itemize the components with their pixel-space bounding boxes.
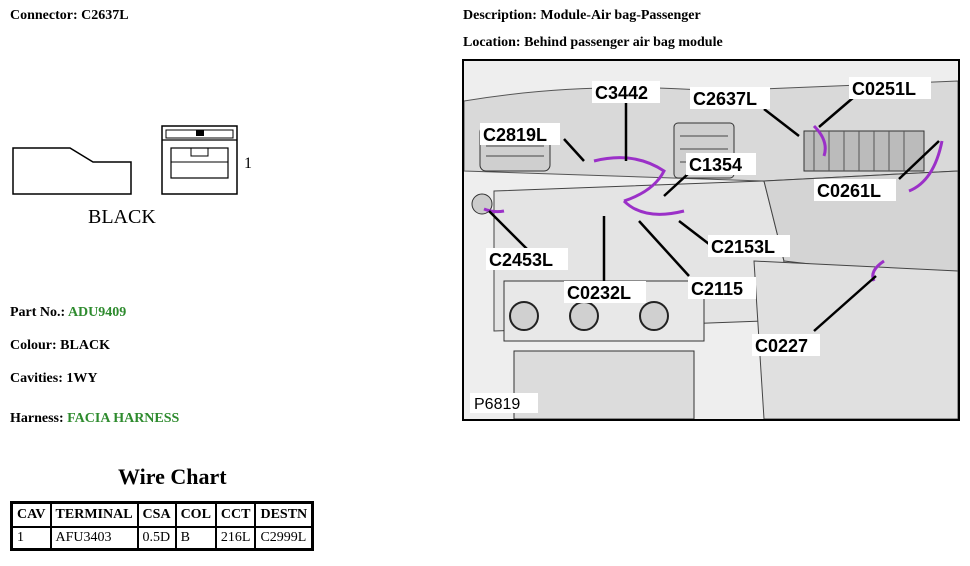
part-no-line: Part No.: ADU9409 — [10, 305, 126, 321]
col-cct: CCT — [214, 501, 257, 528]
colour-value: BLACK — [60, 338, 110, 353]
callout-c0261l: C0261L — [817, 181, 881, 201]
callout-c3442: C3442 — [595, 83, 648, 103]
description-value: Module-Air bag-Passenger — [540, 8, 701, 23]
location-label: Location: — [463, 35, 521, 50]
callout-c2115: C2115 — [691, 279, 743, 299]
cavities-label: Cavities: — [10, 371, 63, 386]
location-figure: C3442 C2637L C0251L C2819L C1354 C0261L … — [462, 59, 960, 421]
callout-c2153l: C2153L — [711, 237, 775, 257]
description-label: Description: — [463, 8, 537, 23]
cavities-line: Cavities: 1WY — [10, 371, 98, 387]
connector-diagram: 1 BLACK — [12, 125, 252, 228]
connector-value: C2637L — [81, 8, 129, 23]
col-cav: CAV — [10, 501, 52, 528]
callout-c0232l: C0232L — [567, 283, 631, 303]
location-line: Location: Behind passenger air bag modul… — [463, 35, 723, 51]
callout-c0227: C0227 — [755, 336, 808, 356]
pin-number: 1 — [244, 155, 252, 172]
harness-wiring — [483, 124, 944, 282]
cell-terminal: AFU3403 — [49, 526, 139, 551]
cell-destn: C2999L — [254, 526, 314, 551]
harness-line: Harness: FACIA HARNESS — [10, 411, 179, 427]
callout-c2637l: C2637L — [693, 89, 757, 109]
location-value: Behind passenger air bag module — [524, 35, 723, 50]
callout-c2819l: C2819L — [483, 125, 547, 145]
harness-label: Harness: — [10, 411, 64, 426]
table-row: 1 AFU3403 0.5D B 216L C2999L — [10, 526, 314, 551]
connector-color-caption: BLACK — [88, 206, 156, 228]
connector-side-view — [12, 147, 132, 195]
cell-csa: 0.5D — [136, 526, 177, 551]
colour-label: Colour: — [10, 338, 57, 353]
callout-c1354: C1354 — [689, 155, 742, 175]
cell-cct: 216L — [214, 526, 257, 551]
col-col: COL — [174, 501, 217, 528]
colour-line: Colour: BLACK — [10, 338, 110, 354]
figure-ref: P6819 — [474, 396, 520, 413]
callout-c2453l: C2453L — [489, 250, 553, 270]
connector-label: Connector: — [10, 8, 78, 23]
cell-cav: 1 — [10, 526, 52, 551]
leader-lines — [488, 96, 940, 332]
part-no-value[interactable]: ADU9409 — [67, 305, 127, 320]
harness-value[interactable]: FACIA HARNESS — [67, 411, 180, 426]
description-line: Description: Module-Air bag-Passenger — [463, 8, 701, 24]
wire-chart-table: CAV TERMINAL CSA COL CCT DESTN 1 AFU3403… — [10, 501, 315, 551]
wire-chart-header-row: CAV TERMINAL CSA COL CCT DESTN — [10, 501, 314, 528]
dashboard-illustration: C3442 C2637L C0251L C2819L C1354 C0261L … — [464, 61, 958, 419]
part-no-label: Part No.: — [10, 305, 66, 320]
cell-col: B — [174, 526, 217, 551]
connector-line: Connector: C2637L — [10, 8, 129, 24]
col-terminal: TERMINAL — [49, 501, 139, 528]
cavities-value: 1WY — [66, 371, 98, 386]
connector-face-view — [161, 125, 238, 195]
wire-chart-title: Wire Chart — [118, 464, 227, 489]
col-csa: CSA — [136, 501, 177, 528]
callout-c0251l: C0251L — [852, 79, 916, 99]
col-destn: DESTN — [254, 501, 314, 528]
callout-group: C3442 C2637L C0251L C2819L C1354 C0261L … — [480, 77, 931, 356]
